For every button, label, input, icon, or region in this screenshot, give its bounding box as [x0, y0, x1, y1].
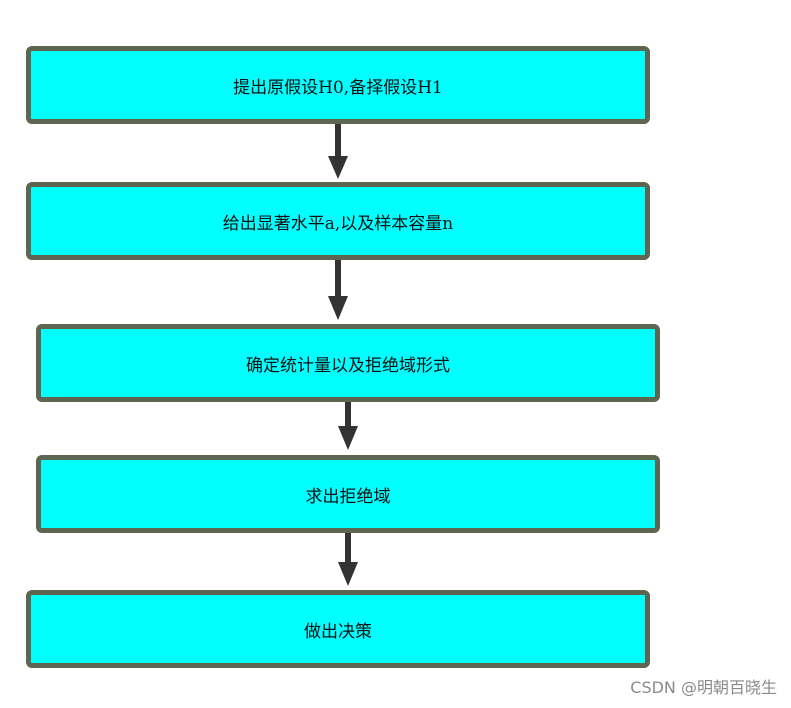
flow-step-label: 求出拒绝域 [305, 486, 391, 507]
flow-step-hypotheses: 提出原假设H0,备择假设H1 [26, 46, 650, 124]
flow-step-label: 做出决策 [304, 621, 372, 642]
flow-step-label: 提出原假设H0,备择假设H1 [233, 77, 443, 98]
flow-step-decision: 做出决策 [26, 590, 650, 668]
flow-arrow-2 [328, 260, 348, 320]
flow-step-rejection-region: 求出拒绝域 [36, 455, 660, 533]
flow-arrow-3 [338, 402, 358, 450]
watermark-text: CSDN @明朝百晓生 [630, 678, 777, 697]
flow-arrow-4 [338, 533, 358, 586]
flow-step-label: 给出显著水平a,以及样本容量n [222, 213, 454, 234]
flow-step-significance-sample-size: 给出显著水平a,以及样本容量n [26, 182, 650, 260]
flow-step-label: 确定统计量以及拒绝域形式 [246, 355, 450, 376]
flow-step-statistic-rejection-form: 确定统计量以及拒绝域形式 [36, 324, 660, 402]
flow-arrow-1 [328, 124, 348, 179]
